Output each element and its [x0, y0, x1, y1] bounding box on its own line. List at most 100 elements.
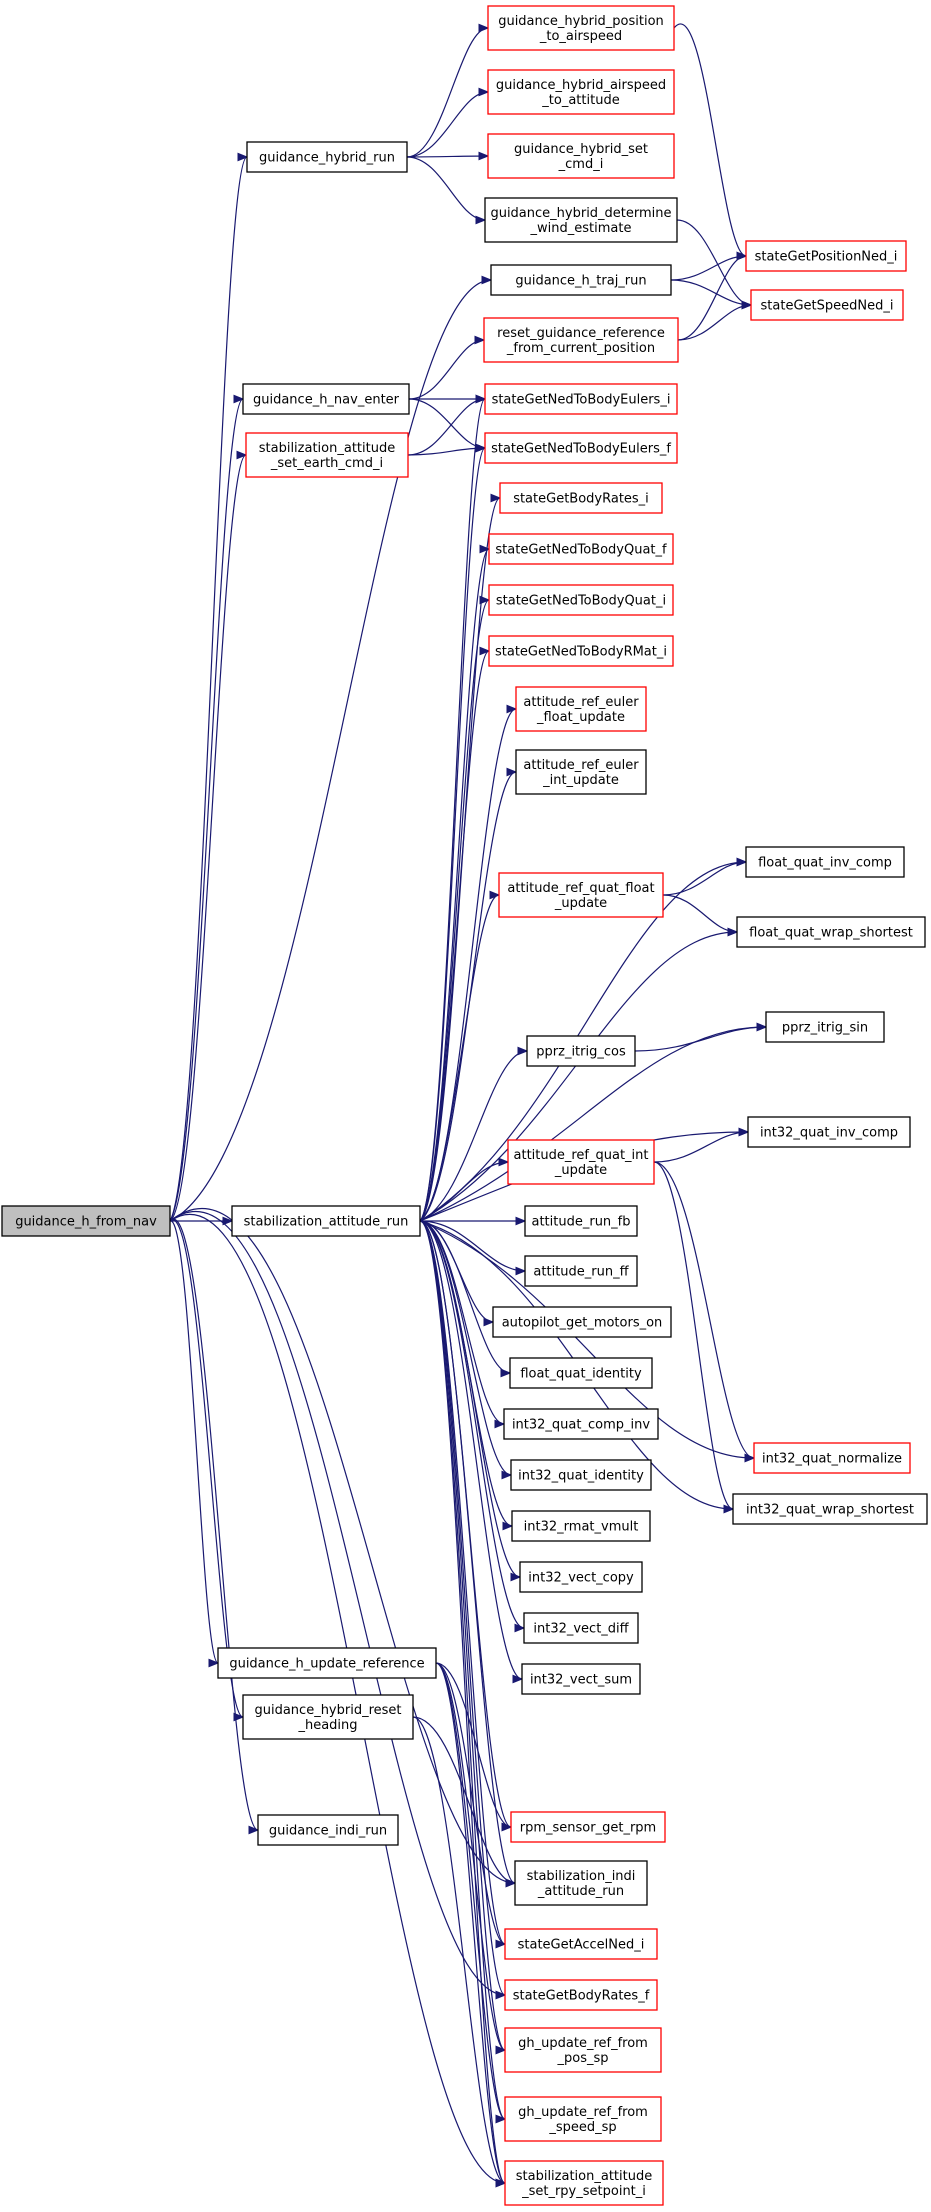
edge-ref_quat_int-to-iq_norm	[653, 1161, 755, 1459]
edge-root-to-traj_run	[169, 279, 492, 1222]
node-fq-ident[interactable]: float_quat_identity	[509, 1357, 653, 1389]
node-box	[510, 1811, 666, 1843]
node-iq-comp-inv[interactable]: int32_quat_comp_inv	[503, 1408, 659, 1440]
node-eulers-i[interactable]: stateGetNedToBodyEulers_i	[484, 383, 678, 415]
node-ref-euler-int[interactable]: attitude_ref_euler_int_update	[515, 749, 647, 795]
node-ref-from-pos[interactable]: gh_update_ref_from_pos_sp	[504, 2027, 662, 2073]
node-run-ff[interactable]: attitude_run_ff	[524, 1255, 638, 1287]
arrowhead-gh_run-to-gh_wind	[475, 215, 487, 225]
node-box	[242, 1694, 414, 1740]
node-stab-run[interactable]: stabilization_attitude_run	[231, 1205, 421, 1237]
node-traj-run[interactable]: guidance_h_traj_run	[490, 264, 672, 296]
node-gh-set-cmd[interactable]: guidance_hybrid_set_cmd_i	[487, 133, 675, 179]
node-pos-ned[interactable]: stateGetPositionNed_i	[745, 240, 907, 272]
node-label: stabilization_attitude_run	[244, 1215, 409, 1230]
node-label: int32_vect_diff	[533, 1622, 629, 1637]
node-rmat-i[interactable]: stateGetNedToBodyRMat_i	[488, 635, 674, 667]
node-iq-norm[interactable]: int32_quat_normalize	[753, 1442, 911, 1474]
node-itrig-sin[interactable]: pprz_itrig_sin	[765, 1011, 885, 1043]
edge-ref_quat_float-to-fq_wrap	[662, 894, 738, 933]
node-stab-indi[interactable]: stabilization_indi_attitude_run	[514, 1860, 648, 1906]
node-vect-copy[interactable]: int32_vect_copy	[519, 1561, 643, 1593]
edge-itrig_cos-to-itrig_sin	[634, 1026, 767, 1052]
arrowhead-update_ref-to-ref_from_speed	[495, 2114, 507, 2124]
node-label: pprz_itrig_sin	[782, 1021, 868, 1036]
node-box	[499, 482, 663, 514]
node-iq-ident[interactable]: int32_quat_identity	[510, 1459, 652, 1491]
node-box	[504, 1928, 658, 1960]
node-run-fb[interactable]: attitude_run_fb	[524, 1205, 638, 1237]
node-root[interactable]: guidance_h_from_nav	[1, 1205, 171, 1237]
node-box	[515, 749, 647, 795]
node-label: autopilot_get_motors_on	[502, 1316, 663, 1331]
edge-ref_quat_int-to-iq_wrap	[653, 1161, 734, 1510]
node-gh-pos-to-air[interactable]: guidance_hybrid_position_to_airspeed	[487, 5, 675, 51]
node-fq-wrap[interactable]: float_quat_wrap_shortest	[736, 916, 926, 948]
node-label: stateGetSpeedNed_i	[761, 299, 894, 314]
node-label: attitude_run_ff	[533, 1265, 629, 1280]
node-ref-from-speed[interactable]: gh_update_ref_from_speed_sp	[504, 2096, 662, 2142]
node-vect-diff[interactable]: int32_vect_diff	[523, 1612, 639, 1644]
node-iq-inv[interactable]: int32_quat_inv_comp	[747, 1116, 911, 1148]
node-rpm[interactable]: rpm_sensor_get_rpm	[510, 1811, 666, 1843]
node-gh-wind[interactable]: guidance_hybrid_determine_wind_estimate	[484, 197, 678, 243]
node-nav-enter[interactable]: guidance_h_nav_enter	[242, 383, 410, 415]
node-box	[245, 432, 409, 478]
edge-root-to-set_earth	[169, 454, 247, 1222]
node-quat-f[interactable]: stateGetNedToBodyQuat_f	[488, 533, 674, 565]
node-box	[511, 1510, 651, 1542]
node-set-rpy[interactable]: stabilization_attitude_set_rpy_setpoint_…	[504, 2160, 664, 2206]
node-label: float_quat_wrap_shortest	[749, 926, 913, 941]
arrowhead-stab_run-to-ref_quat_float	[489, 890, 501, 900]
node-label: stateGetAccelNed_i	[518, 1938, 645, 1953]
arrowhead-nav_enter-to-reset_ref	[474, 335, 486, 345]
node-box	[217, 1647, 437, 1679]
node-reset-heading[interactable]: guidance_hybrid_reset_heading	[242, 1694, 414, 1740]
edge-reset_ref-to-speed_ned	[677, 304, 752, 341]
node-ref-euler-float[interactable]: attitude_ref_euler_float_update	[515, 686, 647, 732]
node-label: guidance_h_nav_enter	[253, 393, 400, 408]
call-nodes: guidance_h_from_navguidance_hybrid_rungu…	[1, 5, 928, 2206]
node-label: guidance_hybrid_set	[514, 142, 648, 157]
node-itrig-cos[interactable]: pprz_itrig_cos	[526, 1035, 636, 1067]
node-motors-on[interactable]: autopilot_get_motors_on	[492, 1306, 672, 1338]
node-rates-i[interactable]: stateGetBodyRates_i	[499, 482, 663, 514]
node-gh-air-to-att[interactable]: guidance_hybrid_airspeed_to_attitude	[487, 69, 675, 115]
node-label: stateGetBodyRates_f	[513, 1989, 650, 2004]
node-gh-run[interactable]: guidance_hybrid_run	[246, 141, 408, 173]
node-label: attitude_ref_quat_float	[507, 881, 654, 896]
node-indi-run[interactable]: guidance_indi_run	[257, 1814, 399, 1846]
arrowhead-root-to-update_ref	[208, 1658, 220, 1668]
node-box	[753, 1442, 911, 1474]
node-update-ref[interactable]: guidance_h_update_reference	[217, 1647, 437, 1679]
node-label: stabilization_attitude	[259, 441, 395, 456]
node-label: stateGetNedToBodyEulers_f	[491, 442, 671, 457]
node-rates-f[interactable]: stateGetBodyRates_f	[504, 1979, 658, 2011]
node-vect-sum[interactable]: int32_vect_sum	[521, 1663, 641, 1695]
node-box	[487, 5, 675, 51]
node-label: stabilization_indi	[527, 1869, 636, 1884]
arrowhead-reset_heading-to-set_rpy	[495, 2178, 507, 2188]
node-label: guidance_hybrid_determine	[490, 206, 671, 221]
edge-stab_run-to-ref_quat_float	[419, 894, 500, 1222]
node-eulers-f[interactable]: stateGetNedToBodyEulers_f	[484, 432, 678, 464]
arrowhead-ref_quat_int-to-iq_norm	[744, 1453, 756, 1463]
node-label: attitude_run_fb	[531, 1215, 630, 1230]
node-box	[484, 383, 678, 415]
node-box	[504, 2096, 662, 2142]
edge-stab_run-to-ref_euler_int	[419, 771, 517, 1222]
node-rmat-vmult[interactable]: int32_rmat_vmult	[511, 1510, 651, 1542]
edge-stab_run-to-ref_from_speed	[419, 1220, 506, 2120]
node-fq-inv[interactable]: float_quat_inv_comp	[745, 846, 905, 878]
node-set-earth[interactable]: stabilization_attitude_set_earth_cmd_i	[245, 432, 409, 478]
node-iq-wrap[interactable]: int32_quat_wrap_shortest	[732, 1493, 928, 1525]
node-accel-ned[interactable]: stateGetAccelNed_i	[504, 1928, 658, 1960]
edge-stab_run-to-rmat_i	[419, 650, 490, 1222]
node-ref-quat-int[interactable]: attitude_ref_quat_int_update	[507, 1139, 655, 1185]
edge-gh_run-to-gh_pos_to_air	[406, 27, 489, 158]
node-reset-ref[interactable]: reset_guidance_reference_from_current_po…	[483, 317, 679, 363]
node-ref-quat-float[interactable]: attitude_ref_quat_float_update	[498, 872, 664, 918]
node-speed-ned[interactable]: stateGetSpeedNed_i	[750, 289, 904, 321]
node-quat-i[interactable]: stateGetNedToBodyQuat_i	[488, 584, 674, 616]
edge-root-to-update_ref	[169, 1220, 219, 1664]
